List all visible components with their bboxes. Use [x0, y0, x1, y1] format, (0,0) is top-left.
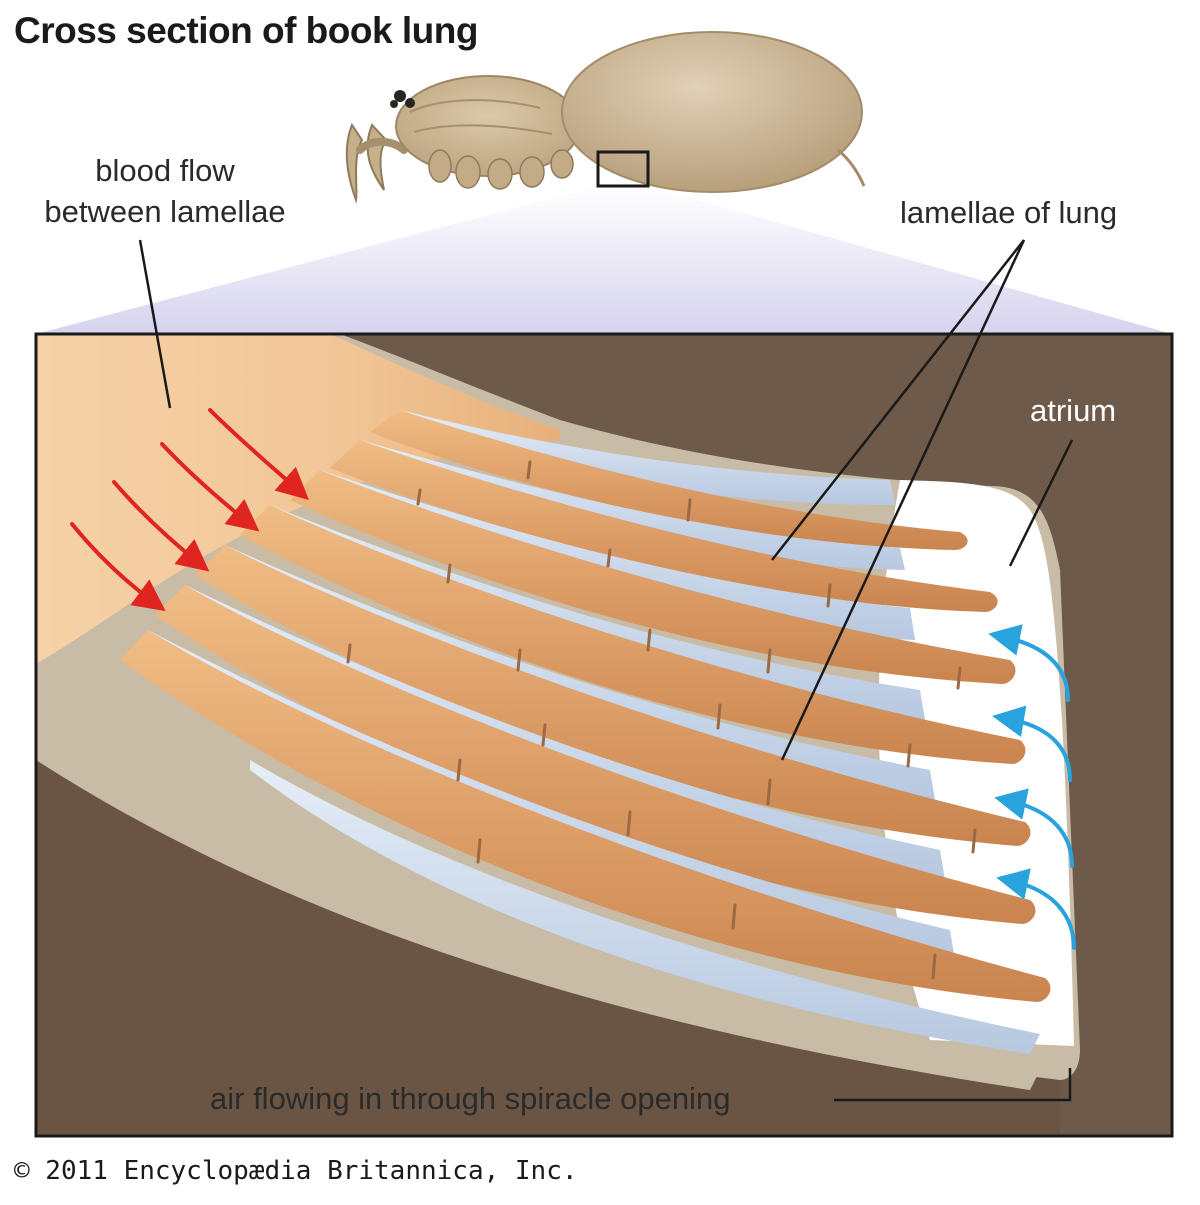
zoom-funnel — [36, 186, 1172, 334]
cross-section-inset — [36, 334, 1172, 1136]
lamella-8 — [250, 760, 1040, 1054]
lamellae-leader — [771, 239, 1025, 561]
lamellae — [120, 410, 1051, 1054]
lamella-7 — [120, 630, 1051, 1002]
blood-flow-label-line-2: between lamellae — [44, 194, 286, 229]
air-flow-arrow — [996, 868, 1076, 950]
atrium-leader — [1008, 439, 1074, 567]
lamellae-label: lamellae of lung — [900, 195, 1118, 230]
lamella-2 — [330, 440, 998, 612]
blood-flow-arrow — [208, 408, 309, 501]
lamella-5 — [195, 545, 1031, 846]
spiracle-leader — [834, 1068, 1072, 1102]
lamella-6 — [155, 585, 1036, 924]
blood-flow-label: blood flow between lamellae — [40, 150, 290, 232]
lamellae-leader — [780, 239, 1026, 761]
air-flow-arrow — [988, 624, 1070, 702]
leader-lines — [138, 239, 1074, 1102]
spider-illustration — [345, 31, 866, 204]
blood-flow-arrows — [70, 408, 309, 612]
spider-legs — [428, 149, 574, 190]
blood-flow-arrow — [70, 522, 166, 612]
air-flow-arrow — [992, 705, 1072, 782]
atrium-label: atrium — [1030, 393, 1117, 428]
blood-flow-leader — [138, 239, 172, 409]
air-flow-arrows — [988, 624, 1076, 950]
cross-section-frame — [34, 332, 1174, 1138]
zoom-region-marker — [596, 150, 650, 188]
blood-flow-arrow — [112, 480, 210, 572]
air-flow-label: air flowing in through spiracle opening — [210, 1081, 731, 1116]
lamella-struts — [346, 460, 977, 980]
copyright-notice: © 2011 Encyclopædia Britannica, Inc. — [14, 1156, 578, 1186]
lamella-3 — [290, 470, 1016, 684]
lamella-4 — [240, 505, 1026, 764]
diagram-title: Cross section of book lung — [14, 10, 478, 51]
air-flow-arrow — [994, 788, 1074, 868]
lamella-1 — [370, 410, 968, 550]
blood-flow-arrow — [160, 442, 260, 532]
blood-flow-label-line-1: blood flow — [95, 153, 235, 188]
